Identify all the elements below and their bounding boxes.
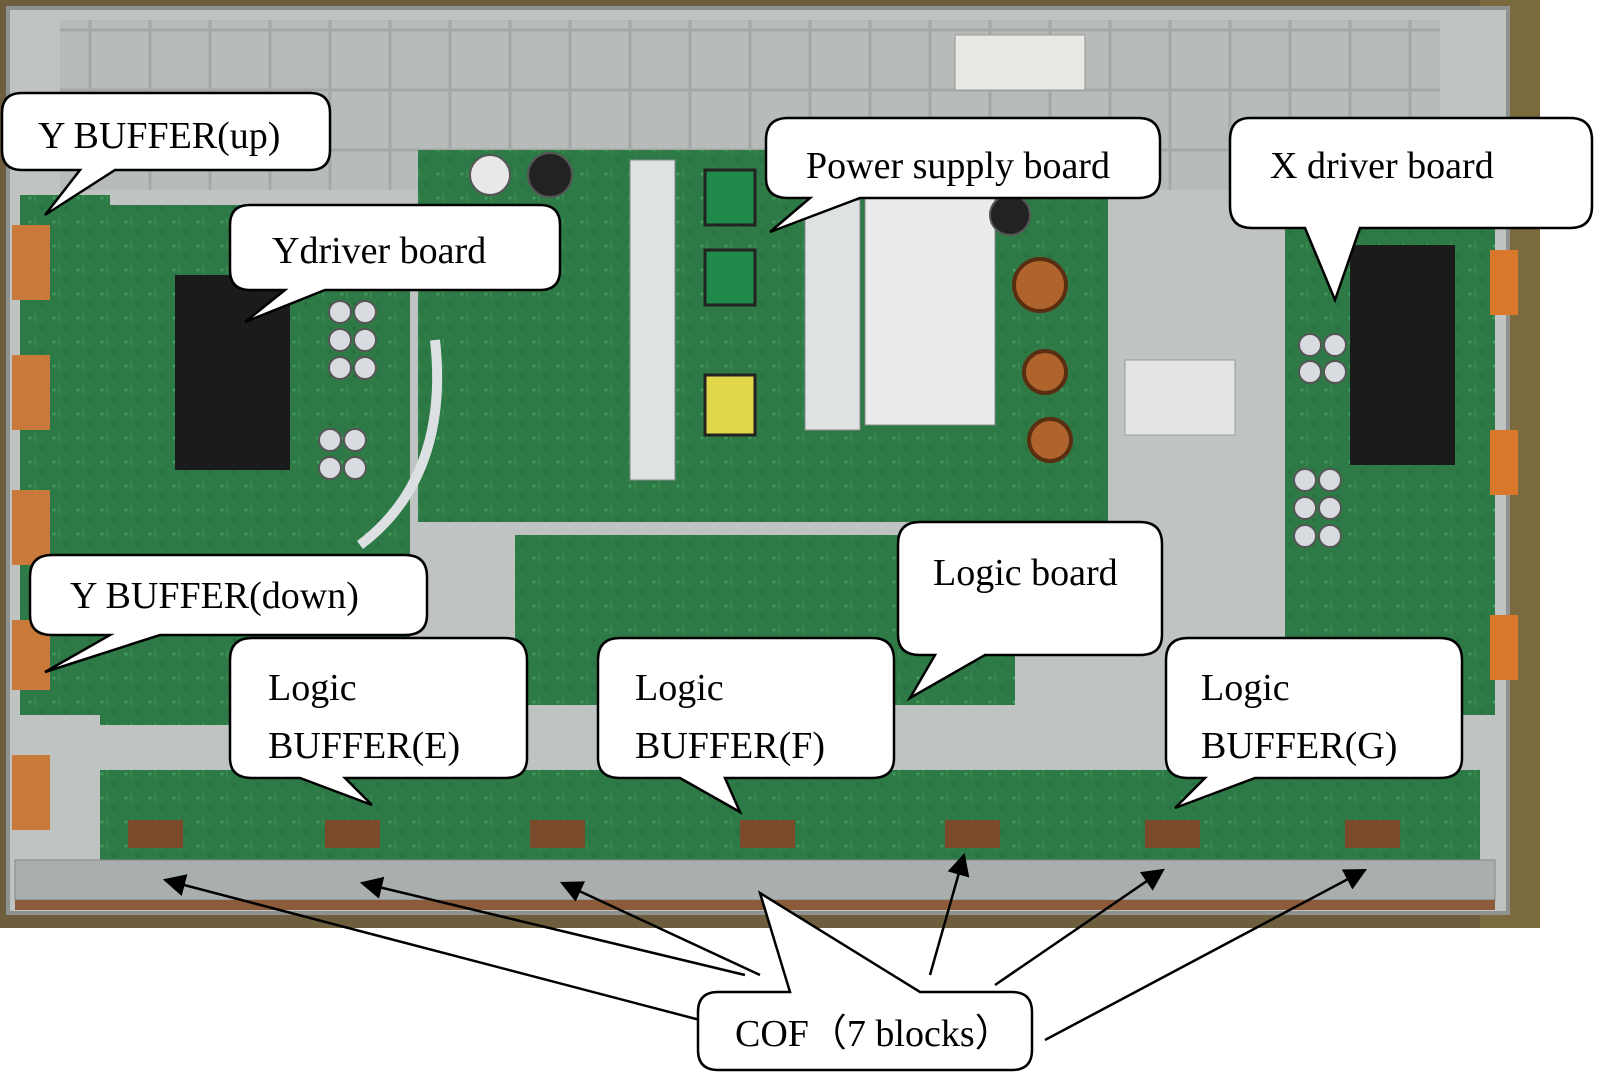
- cof-arrow-2: [359, 876, 746, 977]
- cof-arrow-5: [928, 852, 970, 976]
- callout-logic-board: Logic board: [896, 520, 1164, 702]
- psu-transformers: [703, 168, 757, 437]
- glass-edge: [15, 900, 1495, 910]
- logic-buffer-f-line2: BUFFER(F): [635, 725, 825, 767]
- x-driver-capacitors: [1293, 333, 1347, 548]
- cof-label: COF（7 blocks）: [735, 1013, 1013, 1055]
- psu-shield: [864, 194, 996, 426]
- logic-buffer-g-line2: BUFFER(G): [1201, 725, 1397, 767]
- logic-buffer-g-line1: Logic: [1201, 667, 1290, 709]
- ribbon-cable: [356, 339, 443, 549]
- x-driver-heatsink: [1350, 245, 1455, 465]
- callout-cof: COF（7 blocks）: [696, 890, 1034, 1072]
- cof-arrow-7: [1044, 868, 1367, 1042]
- psu-heatsink-mid: [804, 199, 861, 431]
- logic-buffer-e-line1: Logic: [268, 667, 357, 709]
- x-driver-warning-label: [1124, 359, 1236, 436]
- callout-logic-buffer-e: Logic BUFFER(E): [228, 636, 529, 807]
- psu-capacitors: [469, 152, 1031, 236]
- logic-buffer-f-line1: Logic: [635, 667, 724, 709]
- callout-y-driver-board: Ydriver board: [228, 203, 562, 324]
- y-buffer-down-label: Y BUFFER(down): [70, 575, 359, 617]
- callout-logic-buffer-f: Logic BUFFER(F): [596, 636, 896, 815]
- y-driver-board-label: Ydriver board: [272, 230, 486, 272]
- callout-y-buffer-down: Y BUFFER(down): [28, 553, 429, 674]
- callout-power-supply-board: Power supply board: [764, 116, 1162, 234]
- logic-buffer-e-line2: BUFFER(E): [268, 725, 460, 767]
- y-buffer-up-label: Y BUFFER(up): [38, 115, 280, 157]
- callout-x-driver-board: X driver board: [1228, 116, 1594, 304]
- power-supply-board-label: Power supply board: [806, 145, 1110, 187]
- cof-connectors: [128, 820, 1400, 848]
- psu-heatsink-left: [629, 159, 676, 481]
- y-buffer-connectors: [12, 225, 50, 830]
- cof-arrow-1: [162, 874, 701, 1022]
- bottom-rail: [14, 859, 1496, 901]
- x-driver-connectors: [1490, 250, 1518, 680]
- logic-board-label: Logic board: [933, 552, 1118, 594]
- cof-arrow-3: [559, 881, 761, 977]
- cof-arrow-6: [994, 868, 1165, 987]
- callout-y-buffer-up: Y BUFFER(up): [0, 91, 332, 217]
- psu-toroids: [1012, 257, 1073, 463]
- label-sticker: [954, 34, 1086, 91]
- y-driver-capacitors: [318, 300, 377, 480]
- x-driver-board-label: X driver board: [1270, 145, 1494, 187]
- cof-arrows: [162, 852, 1367, 1042]
- callout-logic-buffer-g: Logic BUFFER(G): [1164, 636, 1464, 810]
